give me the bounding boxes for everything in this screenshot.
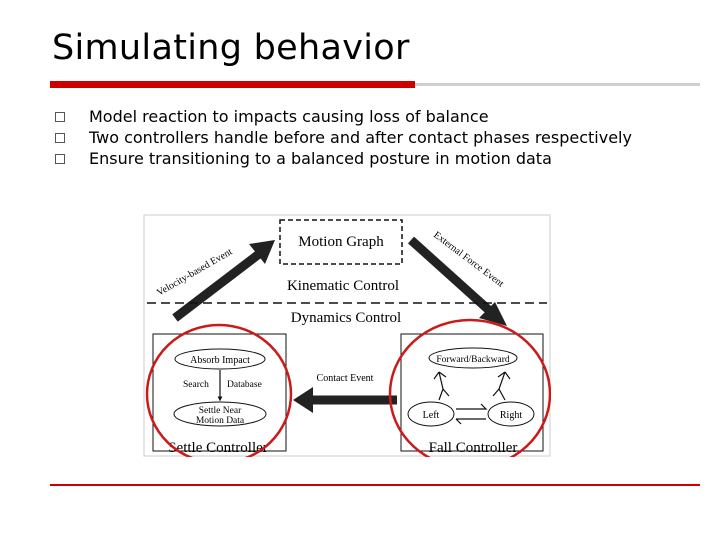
settle-near-motion-node [173,401,267,427]
bullet-text: Model reaction to impacts causing loss o… [89,107,489,126]
velocity-event-arrow [172,250,262,322]
settle-highlight-circle [145,323,293,457]
right-label: Right [500,410,522,421]
settle-near-line2: Motion Data [196,416,245,426]
left-label: Left [423,410,440,421]
square-bullet-icon [55,133,65,143]
controller-diagram: Motion Graph Velocity-based Event Extern… [143,214,551,457]
bullet-item: Model reaction to impacts causing loss o… [55,107,695,127]
contact-event-arrowhead [293,387,313,413]
right-node [487,401,535,427]
database-label: Database [227,380,262,390]
contact-event-label: Contact Event [317,373,374,384]
bullet-list: Model reaction to impacts causing loss o… [55,107,695,170]
dynamics-control-label: Dynamics Control [291,310,401,326]
bullet-item: Ensure transitioning to a balanced postu… [55,149,695,169]
left-node [407,401,455,427]
settle-controller-label: Settle Controller [168,440,268,456]
search-label: Search [183,380,209,390]
transition-arrow-icon [433,371,450,401]
settle-near-line1: Settle Near [199,406,242,416]
title-rule-accent [50,81,415,88]
external-force-arrow [407,236,495,316]
footer-rule [50,484,700,486]
bullet-item: Two controllers handle before and after … [55,128,695,148]
forward-backward-node [428,347,518,369]
bullet-text: Ensure transitioning to a balanced postu… [89,149,552,168]
slide-title: Simulating behavior [52,28,410,68]
kinematic-control-label: Kinematic Control [287,278,399,294]
velocity-event-arrowhead [249,240,275,264]
forward-backward-label: Forward/Backward [436,355,510,365]
transition-arrow-icon [492,371,511,401]
square-bullet-icon [55,154,65,164]
transition-arrow-icon [455,403,488,425]
fall-controller-label: Fall Controller [429,440,518,456]
external-force-arrowhead [479,302,507,326]
motion-graph-label: Motion Graph [298,234,384,250]
absorb-impact-label: Absorb Impact [190,355,250,366]
fall-highlight-circle [388,318,551,457]
absorb-impact-node [174,348,266,370]
motion-graph-box [279,219,403,265]
bullet-text: Two controllers handle before and after … [89,128,632,147]
square-bullet-icon [55,112,65,122]
